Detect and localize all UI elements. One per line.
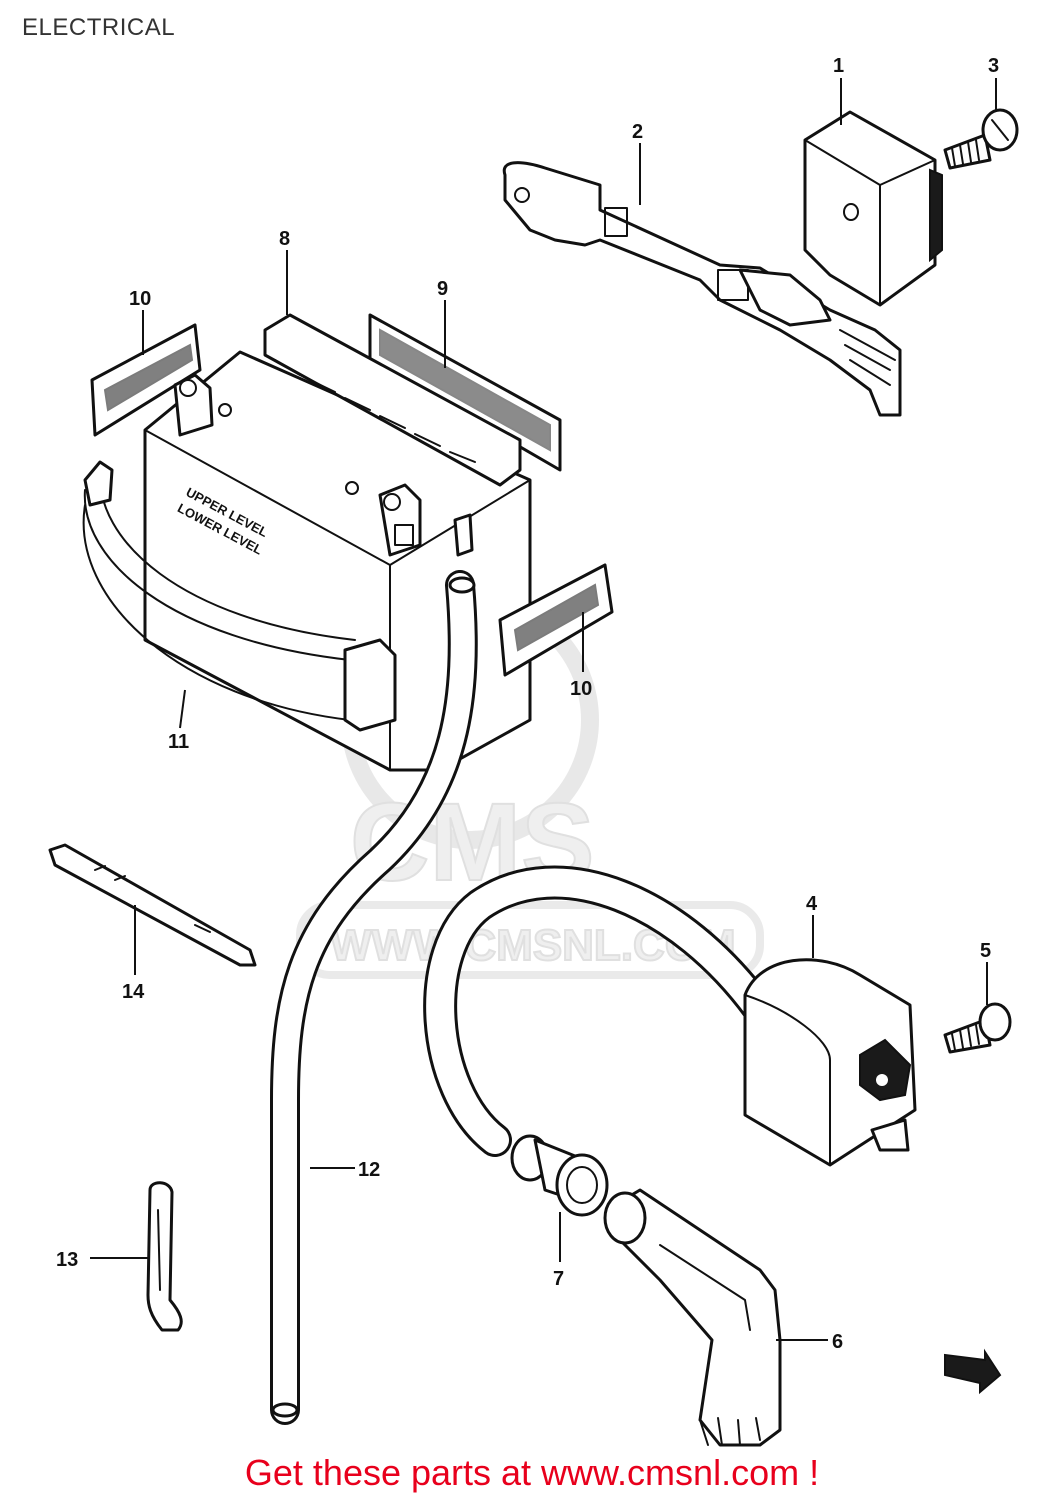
part-10-pad-right	[498, 563, 614, 677]
part-13-clamp	[146, 1181, 183, 1332]
leader-lines	[90, 78, 997, 1341]
part-8-battery: UPPER LEVEL LOWER LEVEL	[143, 313, 532, 772]
callout-8: 8	[279, 228, 290, 250]
part-3-screw	[943, 108, 1019, 170]
page-title: ELECTRICAL	[22, 14, 176, 41]
part-9-pad	[368, 313, 562, 472]
callout-11: 11	[168, 731, 189, 753]
part-2-bracket	[502, 161, 902, 417]
part-12-breather-tube	[270, 570, 478, 1425]
callout-7: 7	[553, 1268, 564, 1290]
callout-1: 1	[833, 55, 844, 77]
callout-2: 2	[632, 121, 643, 143]
callout-6: 6	[832, 1331, 843, 1353]
callout-10-right: 10	[570, 678, 592, 700]
callout-12: 12	[358, 1159, 380, 1181]
callout-9: 9	[437, 278, 448, 300]
part-7-seal	[510, 1134, 609, 1217]
part-10-pad-left	[90, 323, 202, 437]
get-parts-link[interactable]: Get these parts at www.cmsnl.com !	[244, 1452, 820, 1493]
callout-14: 14	[122, 981, 145, 1003]
callout-10-left: 10	[129, 288, 151, 310]
callout-5: 5	[980, 940, 991, 962]
part-1-regulator	[803, 110, 943, 307]
front-direction-arrow-icon	[944, 1348, 1002, 1395]
part-6-plug-cap	[603, 1188, 782, 1447]
callout-3: 3	[988, 55, 999, 77]
part-5-screw	[943, 1002, 1012, 1054]
callout-4: 4	[806, 893, 818, 915]
part-14-cable-tie	[48, 843, 257, 967]
part-4-ignition-coil	[423, 865, 917, 1167]
callout-13: 13	[56, 1249, 78, 1271]
part-11-strap	[82, 460, 397, 732]
